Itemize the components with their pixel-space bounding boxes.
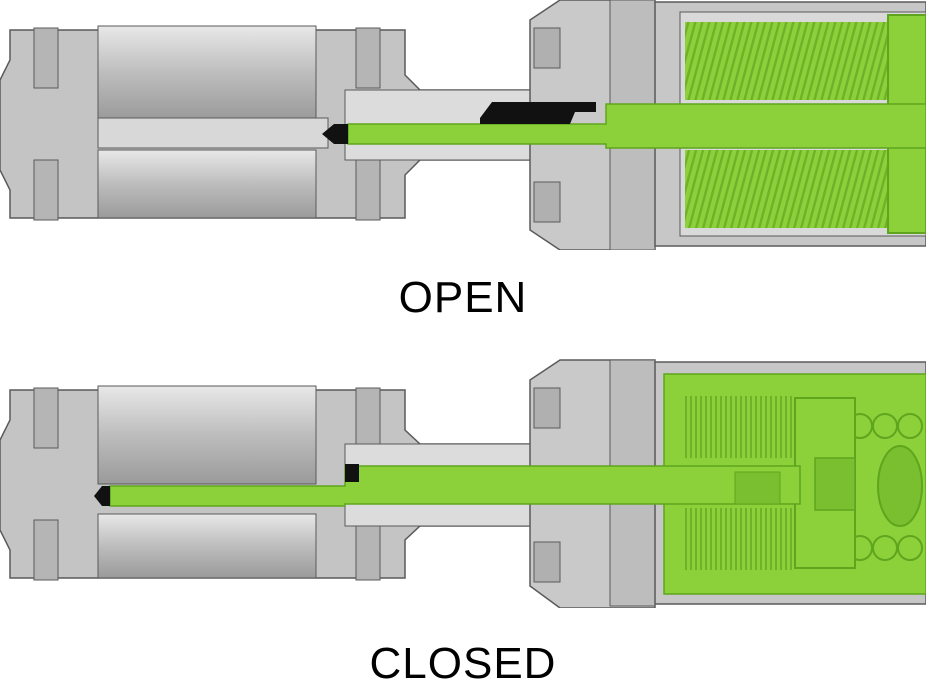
valve-open-diagram [0,0,926,250]
closed-label: CLOSED [369,639,557,688]
valve-closed-cross-section [0,359,926,608]
valve-stem [322,103,926,149]
coil-spring [847,413,923,561]
valve-closed-diagram [0,358,926,608]
open-label: OPEN [398,273,528,322]
stem-seal [480,102,596,124]
valve-open-cross-section [0,0,926,250]
actuator-piston [794,397,856,569]
spring-upper [685,22,890,100]
spring-lower [685,150,890,228]
valve-disc [97,385,317,579]
valve-disc [97,25,329,219]
spring-upper [685,396,795,458]
spring-lower [685,508,795,570]
valve-stem [94,464,801,507]
